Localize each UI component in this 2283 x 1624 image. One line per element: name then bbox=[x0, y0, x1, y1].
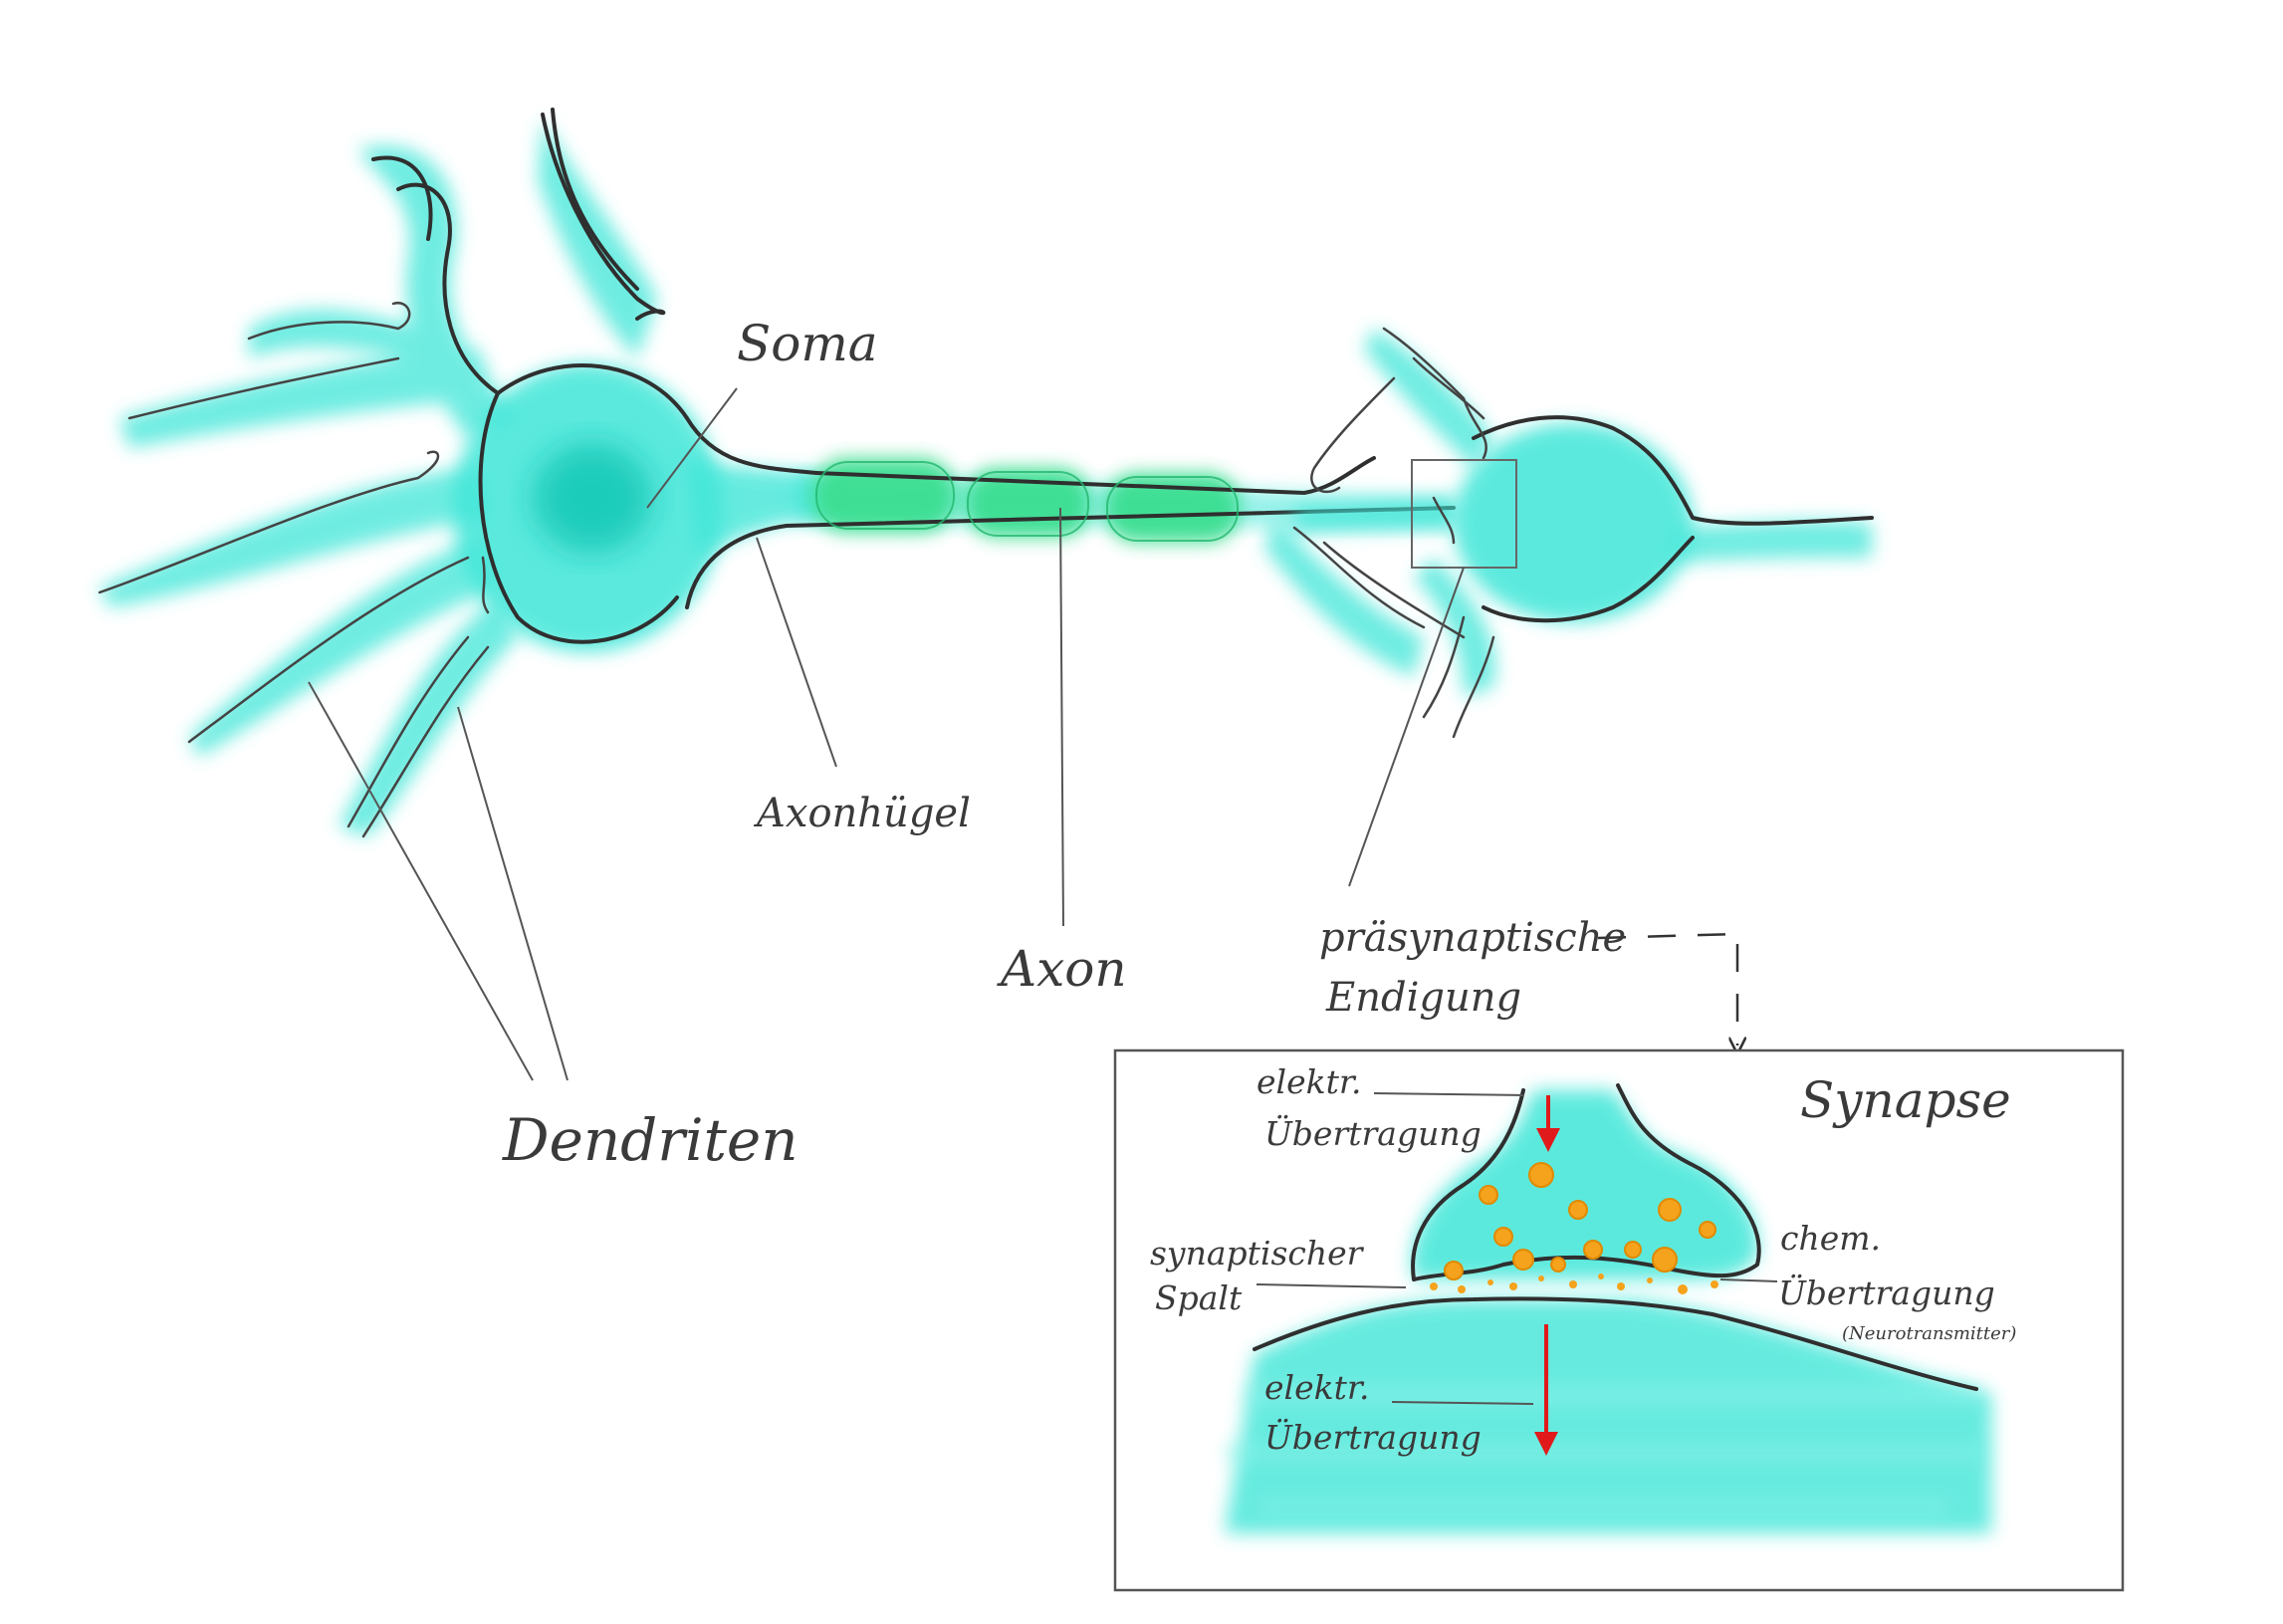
zoom-connector-dashed bbox=[1597, 932, 1737, 1045]
label-chem-line1: chem. bbox=[1780, 1219, 1881, 1258]
label-spalt-line2: Spalt bbox=[1155, 1278, 1243, 1317]
label-synapse-title: Synapse bbox=[1800, 1071, 2011, 1129]
synapse-inset: Synapse elektr. Übertragung synaptischer… bbox=[1113, 1048, 2125, 1592]
label-praesynaptische-line2: Endigung bbox=[1325, 975, 1521, 1021]
neuron-left-outline bbox=[98, 108, 1456, 838]
synapse-leader-lines bbox=[1256, 1092, 1778, 1405]
presynaptic-membrane bbox=[1411, 1083, 1761, 1281]
postsynaptic-membrane bbox=[1253, 1296, 1978, 1391]
label-elektr-top-line1: elektr. bbox=[1256, 1062, 1362, 1101]
label-elektr-top-line2: Übertragung bbox=[1264, 1113, 1482, 1153]
axon-hillock-fill bbox=[687, 458, 826, 558]
label-chem-note: (Neurotransmitter) bbox=[1842, 1323, 2016, 1344]
postsynaptic-streaks bbox=[1225, 1384, 1981, 1514]
synapse-zoom-box bbox=[1411, 459, 1517, 569]
label-spalt-line1: synaptischer bbox=[1150, 1234, 1365, 1273]
neurotransmitters bbox=[1430, 1274, 1718, 1294]
postsynaptic-fill bbox=[1225, 1299, 1991, 1533]
label-soma: Soma bbox=[737, 315, 878, 372]
label-axonhuegel: Axonhügel bbox=[753, 791, 971, 836]
leader-lines bbox=[308, 387, 1465, 1081]
myelin-sheaths bbox=[811, 458, 1240, 543]
label-praesynaptische-line1: präsynaptische bbox=[1319, 915, 1626, 961]
neuron-right bbox=[1264, 327, 1874, 739]
dendrites-fill bbox=[100, 119, 657, 836]
vesicles bbox=[1444, 1162, 1716, 1280]
label-dendriten: Dendriten bbox=[502, 1106, 799, 1174]
label-chem-line2: Übertragung bbox=[1778, 1273, 1995, 1312]
soma-core bbox=[533, 443, 652, 553]
label-axon: Axon bbox=[997, 940, 1127, 998]
myelin-outline bbox=[815, 461, 1239, 542]
postsynaptic-soma bbox=[1454, 423, 1693, 622]
neuron-left bbox=[98, 108, 1456, 838]
label-elektr-bottom-line1: elektr. bbox=[1264, 1368, 1370, 1407]
label-elektr-bottom-line2: Übertragung bbox=[1264, 1417, 1482, 1457]
neuron-right-outline bbox=[1292, 327, 1874, 739]
